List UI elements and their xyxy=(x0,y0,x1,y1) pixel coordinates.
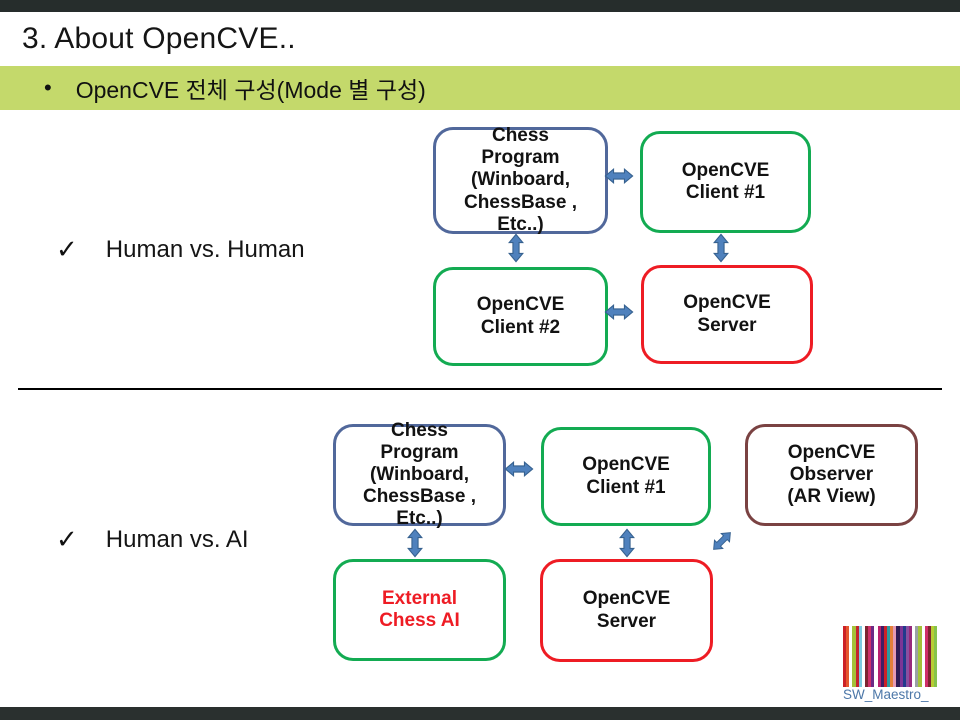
chess-program-box: Chess Program (Winboard, ChessBase , Etc… xyxy=(333,420,506,529)
bullet-text: OpenCVE 전체 구성(Mode 별 구성) xyxy=(75,77,426,103)
double-arrow-vertical-icon xyxy=(407,528,423,558)
double-arrow-horizontal-icon xyxy=(604,168,634,184)
checkmark-icon: ✓ xyxy=(56,524,78,554)
opencve-client1-box: OpenCVE Client #1 xyxy=(640,131,811,233)
top-chrome-bar xyxy=(0,0,960,12)
opencve-server-box: OpenCVE Server xyxy=(641,265,813,364)
external-chess-ai-box: External Chess AI xyxy=(333,559,506,661)
opencve-server-label: OpenCVE Server xyxy=(582,588,671,632)
checkmark-icon: ✓ xyxy=(56,234,78,264)
double-arrow-diagonal-icon xyxy=(713,532,731,550)
double-arrow-vertical-icon xyxy=(508,233,524,263)
opencve-client2-label: OpenCVE Client #2 xyxy=(476,294,565,338)
opencve-client2-box: OpenCVE Client #2 xyxy=(433,267,608,366)
opencve-server-label: OpenCVE Server xyxy=(683,292,771,336)
section-label: Human vs. AI xyxy=(105,525,249,553)
section-divider xyxy=(18,388,942,390)
page-title: 3. About OpenCVE.. xyxy=(22,22,296,55)
barcode-logo xyxy=(843,626,938,687)
bottom-chrome-bar xyxy=(0,707,960,720)
opencve-client1-label: OpenCVE Client #1 xyxy=(681,159,770,203)
highlight-bar: • OpenCVE 전체 구성(Mode 별 구성) xyxy=(0,66,960,110)
section-human-vs-human: ✓ Human vs. Human xyxy=(56,234,305,265)
opencve-client1-box: OpenCVE Client #1 xyxy=(541,427,711,526)
double-arrow-vertical-icon xyxy=(619,528,635,558)
double-arrow-horizontal-icon xyxy=(604,304,634,320)
chess-program-label: Chess Program (Winboard, ChessBase , Etc… xyxy=(463,125,577,235)
opencve-client1-label: OpenCVE Client #1 xyxy=(582,454,670,498)
bullet-marker: • xyxy=(44,75,52,100)
chess-program-box: Chess Program (Winboard, ChessBase , Etc… xyxy=(433,125,608,235)
section-human-vs-ai: ✓ Human vs. AI xyxy=(56,524,249,555)
chess-program-label: Chess Program (Winboard, ChessBase , Etc… xyxy=(362,419,476,530)
logo-text: SW_Maestro_ xyxy=(843,687,929,702)
double-arrow-horizontal-icon xyxy=(504,461,534,477)
double-arrow-vertical-icon xyxy=(713,233,729,263)
opencve-observer-label: OpenCVE Observer (AR View) xyxy=(787,441,876,508)
opencve-server-box: OpenCVE Server xyxy=(540,559,713,662)
external-chess-ai-label: External Chess AI xyxy=(379,587,460,631)
section-label: Human vs. Human xyxy=(105,235,305,263)
opencve-observer-box: OpenCVE Observer (AR View) xyxy=(745,424,918,526)
